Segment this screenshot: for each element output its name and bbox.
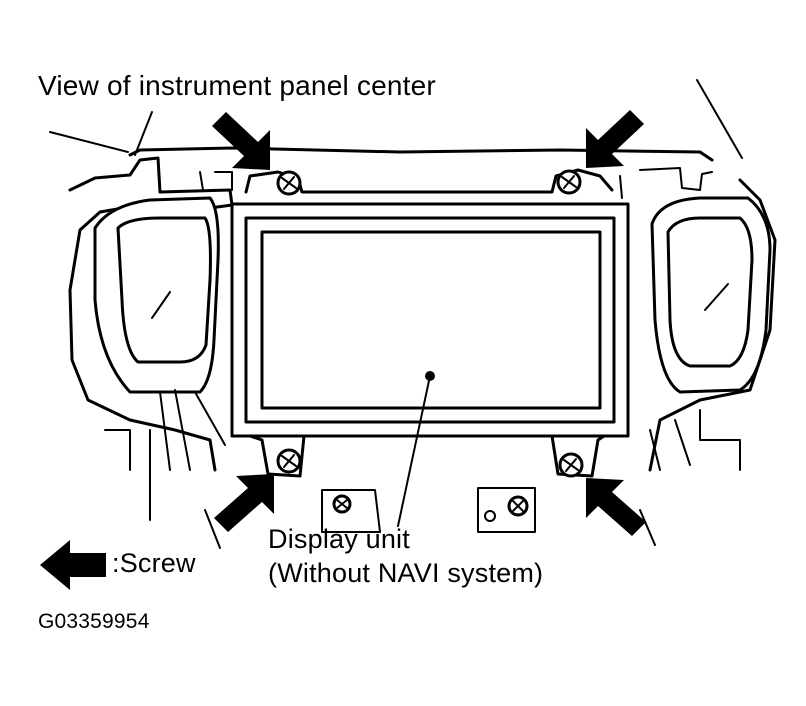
dash-top-edge (128, 146, 714, 162)
screw-icon (507, 495, 529, 517)
left-panel-inner (199, 171, 233, 191)
right-vent-face (666, 216, 754, 368)
display-screen-frame (244, 216, 616, 424)
left-vent-face (116, 216, 212, 364)
bottom-right-bracket (550, 434, 606, 478)
console-button (484, 510, 496, 522)
dash-lead-left (49, 131, 129, 153)
console-side-lines (104, 429, 656, 549)
console-left-control (321, 489, 381, 533)
display-top-bracket (244, 168, 614, 194)
diagram-title: View of instrument panel center (38, 70, 436, 101)
display-unit-label-line1: Display unit (268, 524, 410, 554)
legend-screw-label: :Screw (112, 548, 196, 578)
screw-icon (332, 494, 352, 514)
screw-icon (558, 452, 584, 478)
right-vent-louver (704, 283, 729, 311)
display-unit-label: Display unit (Without NAVI system) (268, 522, 543, 590)
legend-arrow-icon (40, 540, 106, 590)
screw-arrow-icon (586, 478, 646, 536)
screw-arrow-icon (214, 474, 274, 532)
display-bezel (230, 202, 630, 438)
screw-icon (276, 170, 302, 196)
display-unit-label-line2: (Without NAVI system) (268, 558, 544, 588)
screw-icon (556, 169, 582, 195)
left-vent-lower (159, 389, 226, 471)
dash-lead-left-2 (134, 111, 153, 156)
console-right-control (477, 487, 536, 533)
dash-lead-right (696, 79, 743, 159)
figure-id: G03359954 (38, 610, 150, 633)
screw-icon (276, 448, 302, 474)
display-leader-line (397, 375, 431, 527)
screw-arrow-icon (212, 112, 270, 170)
screw-arrow-icon (586, 110, 644, 168)
right-panel-inner (619, 167, 713, 199)
left-vent-louver (151, 291, 171, 319)
right-vent-housing (650, 196, 772, 394)
right-vent-lower (649, 409, 741, 471)
display-screen (260, 230, 602, 410)
left-vent-housing (93, 196, 220, 394)
